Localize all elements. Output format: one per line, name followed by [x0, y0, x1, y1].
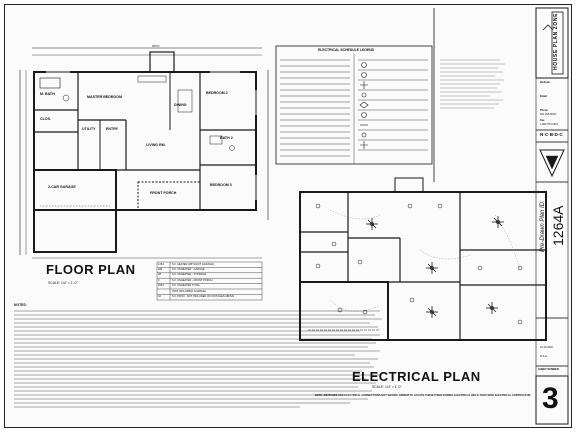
area-value: 0 [158, 278, 160, 282]
room-label-garage: 2-CAR GARAGE [48, 185, 76, 189]
area-value: 484 [158, 267, 163, 271]
area-label: (NOT INCLUDING GARAGE) [172, 289, 206, 293]
area-value: 2064 [158, 284, 164, 288]
organization-badge: N·C·B·D·C [540, 132, 563, 137]
brand-logo-text: HOUSE PLAN ZONE [553, 12, 559, 70]
floor-plan-drawing [19, 47, 269, 259]
drawn-by: R.S.H. [540, 355, 548, 358]
area-label: S.F. UNHEATED - FRONT PORCH [172, 278, 213, 282]
room-label-master-bedroom: MASTER BEDROOM [87, 95, 122, 99]
area-value: 1264 [158, 262, 164, 266]
electrical-plan-drawing [299, 177, 547, 341]
area-value: 38 [158, 273, 161, 277]
fax-number: 1.800.574.0391 [540, 123, 559, 126]
area-label: S.F. PATIO - NOT INCLUDED IN FOOTAGES AB… [172, 294, 235, 298]
fax-label: Fax [540, 119, 545, 122]
room-label-utility: UTILITY [82, 127, 96, 131]
area-value: 42 [158, 294, 161, 298]
room-label-entry: ENTRY [106, 127, 119, 131]
drawing-date: 01.10.2020 [540, 346, 553, 349]
floor-plan-title: FLOOR PLAN [46, 262, 136, 277]
phone-label: Phone [540, 109, 548, 112]
phone-number: 601.206.5054 [540, 113, 556, 116]
room-label-bedroom2: BEDROOM 2 [206, 91, 228, 95]
legend-title: ELECTRICAL SCHEDULE LEGEND [318, 48, 375, 52]
room-label-dining: DINING [174, 103, 187, 107]
area-label: S.F. UNHEATED - GARAGE [172, 267, 205, 271]
room-label-master-bath: M. BATH [40, 92, 55, 96]
notes-heading: NOTES: [14, 303, 27, 307]
plan-id-label: Pre-Drawn Plan ID: [540, 200, 546, 252]
electrical-plan-note: NOTE: SWITCHES AND ELECTRICAL CONNECTION… [314, 394, 532, 397]
sheet-number: 3 [542, 382, 559, 415]
area-label: S.F. UNHEATED - STORAGE [172, 273, 207, 277]
room-label-front-porch: FRONT PORCH [150, 191, 177, 195]
electrical-plan-scale: SCALE: 1/4" = 1'-0" [372, 385, 402, 389]
title-block-frame [433, 7, 569, 425]
room-label-patio: PATIO [152, 45, 160, 48]
area-label: S.F. HEATED (WITHOUT GARAGE) [172, 262, 214, 266]
room-label-closet: CLOS. [40, 117, 51, 121]
area-table-grid [156, 261, 263, 301]
floor-plan-scale: SCALE: 1/4" = 1'-0" [48, 281, 78, 285]
room-label-bath2: BATH 2 [220, 136, 233, 140]
plan-notes-column [440, 59, 505, 109]
sheet-number-label: SHEET NUMBER [538, 368, 559, 371]
website-label: Website [540, 81, 550, 84]
room-label-living: LIVING RM. [146, 143, 166, 147]
electrical-legend [275, 45, 433, 165]
plan-id: 1264A [550, 205, 566, 246]
electrical-plan-title: ELECTRICAL PLAN [352, 369, 481, 384]
general-notes-text [14, 310, 382, 408]
drawing-sheet [4, 4, 572, 428]
area-label: S.F. UNHEATED TOTAL [172, 284, 201, 288]
email-label: Email [540, 95, 547, 98]
room-label-bedroom3: BEDROOM 3 [210, 183, 232, 187]
